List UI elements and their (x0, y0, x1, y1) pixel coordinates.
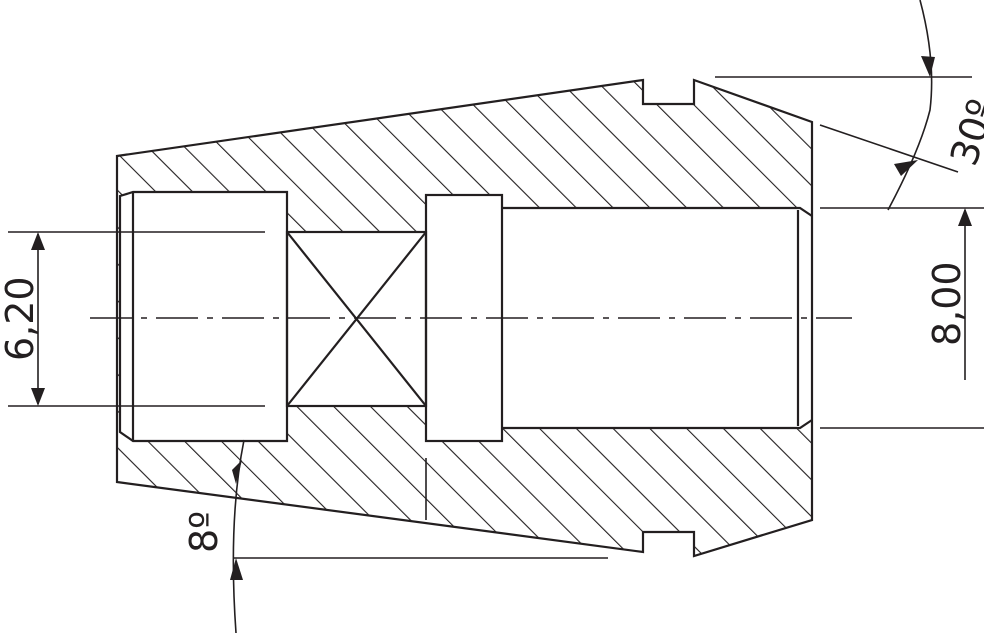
top-angle-arc (887, 0, 933, 211)
hatched-section (117, 80, 812, 556)
part-outline (115, 78, 814, 558)
arrow-top-angle-upper (921, 56, 935, 77)
angle-bottom-label: 8º (182, 511, 226, 553)
top-angle-extension-slant (819, 124, 959, 173)
passage-diagonal-2 (286, 231, 427, 407)
diameter-right-label: 8,00 (925, 261, 969, 346)
bottom-angle-arc (232, 439, 245, 633)
right-bore-outline (502, 206, 813, 430)
arrow-bottom-angle-lower (230, 558, 243, 580)
arrow-top-angle-lower (894, 160, 918, 176)
angle-top-label: 30º (942, 94, 984, 171)
arrow-bottom-angle-upper (232, 460, 242, 484)
arrow-left-bottom (31, 388, 45, 406)
arrow-left-top (31, 232, 45, 250)
arrow-right-top (958, 208, 972, 226)
diameter-left-label: 6,20 (0, 276, 42, 361)
